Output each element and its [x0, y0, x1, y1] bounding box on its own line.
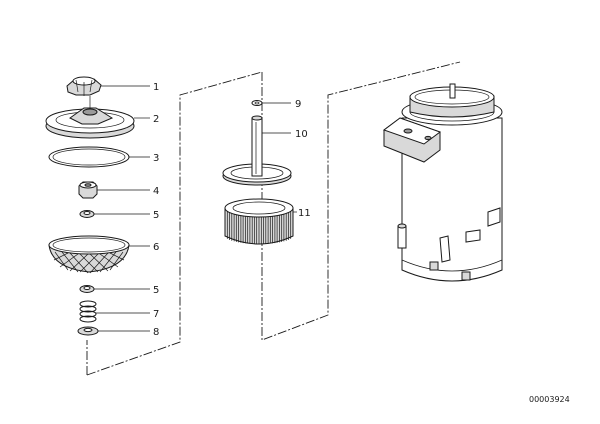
callout-1: 1 — [153, 82, 159, 93]
drawing-number: 00003924 — [529, 395, 570, 404]
tank-nozzles — [397, 207, 501, 281]
callout-6: 6 — [153, 242, 159, 253]
part-2-lid — [45, 96, 135, 139]
tank-mounting-bracket — [382, 117, 442, 163]
callout-11: 11 — [298, 208, 311, 219]
group-frame-middle — [261, 61, 461, 341]
part-6-strainer — [48, 235, 130, 274]
part-7-spring — [79, 300, 97, 323]
callout-4: 4 — [153, 186, 159, 197]
group-frame-left — [86, 71, 263, 376]
callout-8: 8 — [153, 327, 159, 338]
part-3-seal-ring — [48, 146, 130, 168]
callout-10: 10 — [295, 129, 308, 140]
callout-7: 7 — [153, 309, 159, 320]
boiler-tank — [382, 83, 503, 282]
part-9-small-ring — [251, 100, 263, 106]
callout-leaders — [94, 85, 297, 332]
callout-3: 3 — [153, 153, 159, 164]
part-1-knob — [66, 76, 102, 96]
part-5-washer-upper — [79, 210, 95, 218]
callout-9: 9 — [295, 99, 301, 110]
callout-2: 2 — [153, 114, 159, 125]
part-5-washer-lower — [79, 285, 95, 293]
part-10-tube — [222, 115, 292, 186]
callout-5-lower: 5 — [153, 285, 159, 296]
callout-5-upper: 5 — [153, 210, 159, 221]
part-4-nut — [78, 181, 98, 199]
callout-numbers: 1 2 3 4 5 6 5 7 8 9 10 11 — [153, 82, 311, 338]
part-8-base-washer — [77, 326, 99, 336]
cartridge-ribs — [224, 208, 294, 244]
part-11-ribbed-cartridge — [224, 198, 294, 245]
strainer-mesh — [53, 251, 125, 274]
